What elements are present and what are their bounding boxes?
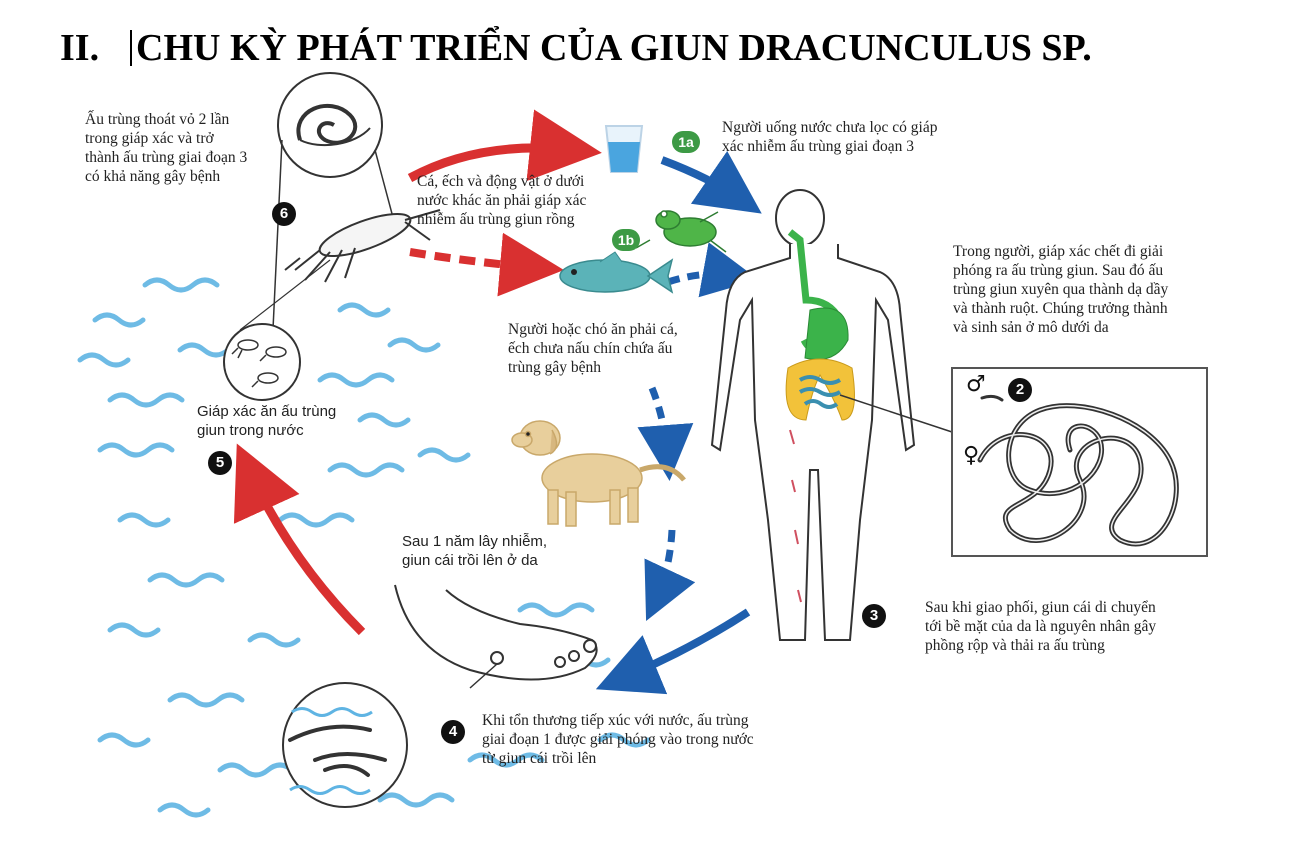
step-1b-label: Cá, ếch và động vật ở dưới nước khác ăn … [417,173,587,228]
digestive-tract-icon [785,229,855,421]
step-badge-6: 6 [272,202,296,226]
crustaceans-in-water-inset [223,259,331,401]
text-cursor [130,30,132,66]
step-4-label: Khi tổn thương tiếp xúc với nước, ấu trù… [482,712,754,767]
female-symbol: ♀ [963,443,980,468]
larvae-release-inset [282,682,408,808]
step-badge-3: 3 [862,604,886,628]
crustacean-icon [284,209,441,283]
step-badge-1b: 1b [612,229,640,251]
blue-arrow-1a [660,150,762,214]
blue-arrow-3-to-4 [595,608,751,695]
step-5-label: Giáp xác ăn ấu trùng giun trong nước [197,403,337,439]
water-glass-icon [604,125,644,173]
worm-inset-box [951,367,1208,557]
dog-icon [511,420,686,527]
red-arrow-5-to-6 [233,443,366,636]
step-2-label: Trong người, giáp xác chết đi giải phóng… [953,243,1169,336]
human-figure-icon [710,189,916,641]
step-3-label: Sau khi giao phối, giun cái di chuyển tớ… [925,599,1157,654]
step-badge-2: 2 [1008,378,1032,402]
red-dashed-arrow-to-fish [409,232,564,297]
blue-dashed-arrow-fish-human [666,242,759,298]
crustacean-larva-inset [277,72,383,178]
step-badge-1a: 1a [672,131,700,153]
frog-icon [635,210,727,253]
red-arrow-to-glass [407,109,602,182]
step-badge-5: 5 [208,451,232,475]
blue-dashed-arrow-down [637,386,694,481]
step-1b-people-label: Người hoặc chó ăn phải cá, ếch chưa nấu … [508,321,678,376]
foot-icon [394,584,598,681]
step-6-label: Ấu trùng thoát vỏ 2 lần trong giáp xác v… [85,111,248,185]
male-symbol: ♂ [966,372,986,397]
page-title: CHU KỲ PHÁT TRIỂN CỦA GIUN DRACUNCULUS S… [136,27,1092,69]
step-badge-4: 4 [441,720,465,744]
section-number: II. [60,27,100,69]
fish-icon [559,251,674,294]
blue-dashed-arrow-to-foot [644,529,696,622]
after-one-year-label: Sau 1 năm lây nhiễm, giun cái trồi lên ở… [402,533,548,569]
step-1a-label: Người uống nước chưa lọc có giáp xác nhi… [722,119,938,155]
